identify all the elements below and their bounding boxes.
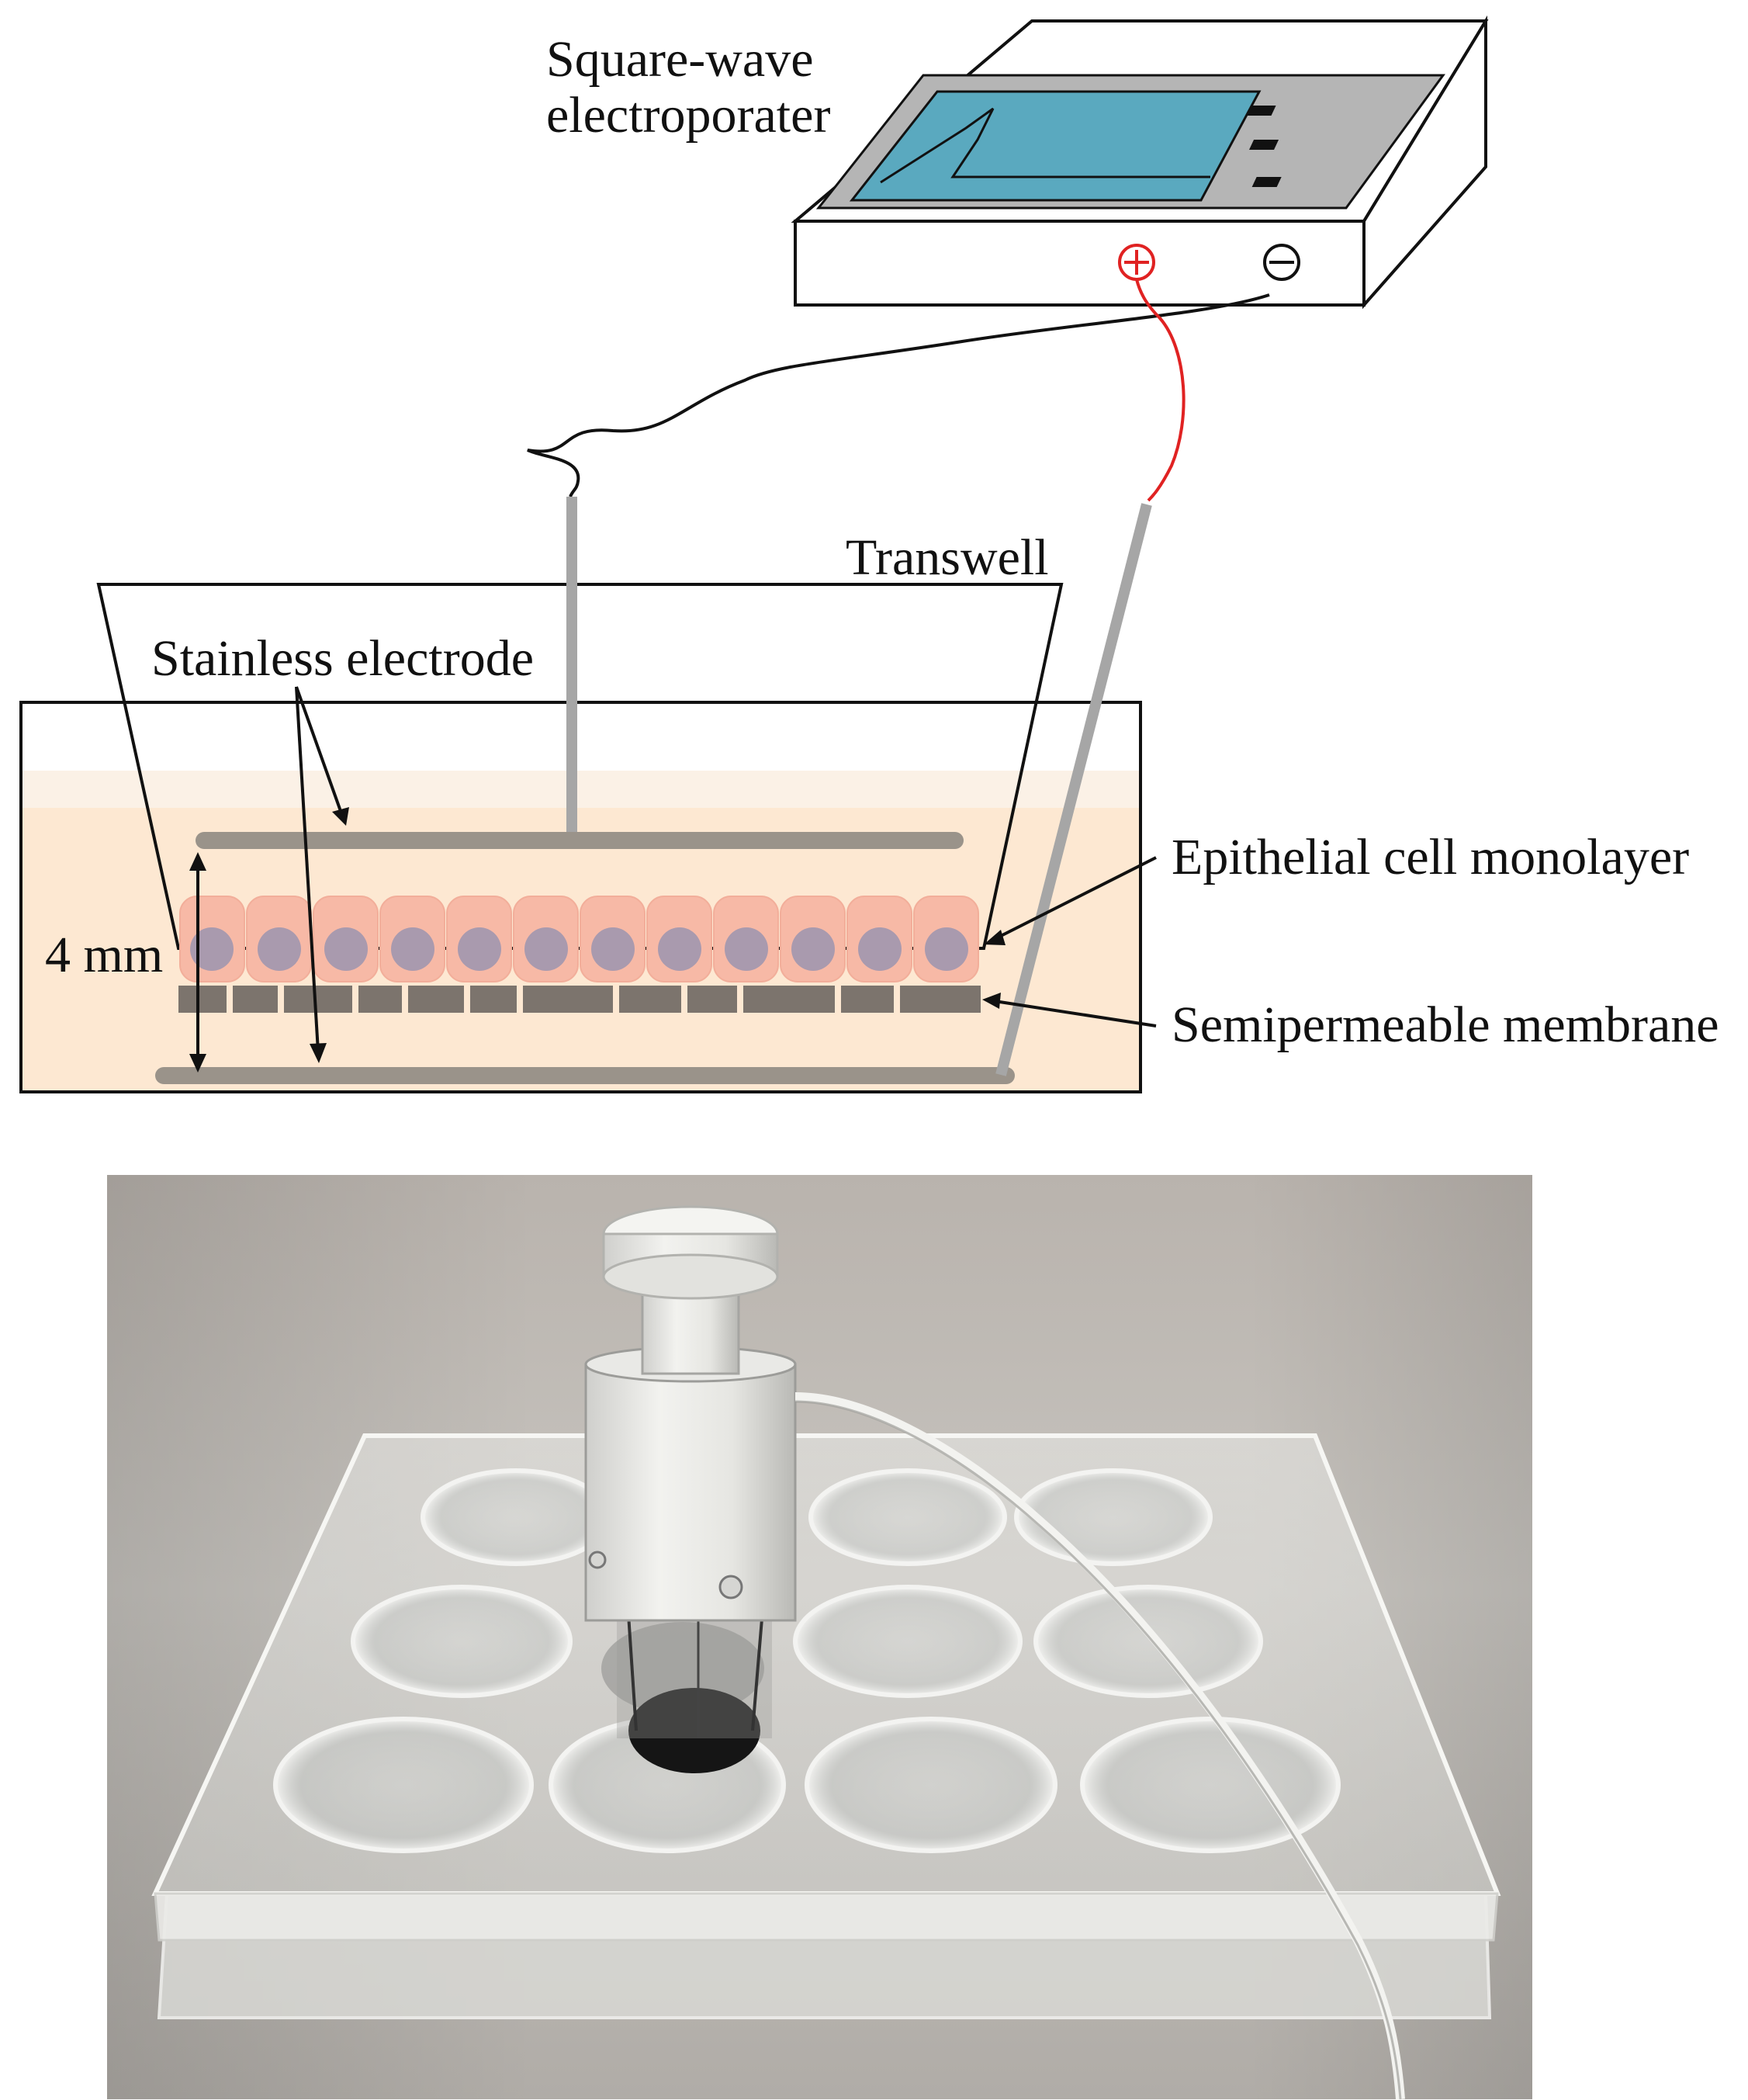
transwell-insert bbox=[96, 583, 1064, 950]
gap-label: 4 mm bbox=[45, 927, 163, 983]
electrode-label: Stainless electrode bbox=[151, 630, 534, 687]
electrode-pointer-lower-head bbox=[310, 1043, 327, 1063]
screen-waveform bbox=[880, 107, 1210, 184]
cell-nucleus bbox=[658, 927, 701, 971]
membrane-segment bbox=[470, 986, 517, 1013]
gap-arrow bbox=[189, 852, 206, 1073]
cell-nucleus bbox=[391, 927, 434, 971]
well bbox=[1080, 1717, 1341, 1853]
active-well bbox=[601, 1622, 764, 1715]
holder-screw bbox=[718, 1575, 743, 1599]
gap-arrow-head-top bbox=[189, 852, 206, 871]
device-photograph bbox=[107, 1175, 1532, 2100]
well bbox=[793, 1585, 1023, 1698]
semipermeable-membrane bbox=[178, 986, 981, 1013]
cell-nucleus bbox=[524, 927, 568, 971]
gap-arrow-head-bottom bbox=[189, 1054, 206, 1073]
electrode-pointer-upper-head bbox=[332, 807, 349, 826]
membrane-label: Semipermeable membrane bbox=[1172, 996, 1719, 1053]
cell-nucleus bbox=[791, 927, 835, 971]
device-label-line1: Square-wave bbox=[546, 31, 814, 88]
membrane-segment bbox=[743, 986, 835, 1013]
monolayer-pointer bbox=[994, 856, 1157, 941]
schematic-diagram: Square-wave electroporater bbox=[19, 15, 1719, 1093]
membrane-segment bbox=[687, 986, 737, 1013]
cell-nucleus bbox=[591, 927, 635, 971]
membrane-segment bbox=[178, 986, 227, 1013]
membrane-segment bbox=[523, 986, 613, 1013]
membrane-segment bbox=[408, 986, 464, 1013]
membrane-segment bbox=[358, 986, 402, 1013]
membrane-segment bbox=[841, 986, 894, 1013]
membrane-segment bbox=[619, 986, 681, 1013]
transwell-label: Transwell bbox=[846, 529, 1049, 586]
monolayer-pointer-head bbox=[984, 930, 1006, 945]
well bbox=[351, 1585, 573, 1698]
electrode-pointer-upper bbox=[295, 686, 343, 814]
cell-nucleus bbox=[858, 927, 902, 971]
well bbox=[808, 1468, 1007, 1566]
membrane-segment bbox=[900, 986, 981, 1013]
well bbox=[421, 1468, 611, 1566]
electrode-cap-bottom bbox=[602, 1253, 779, 1300]
cell-nucleus bbox=[258, 927, 301, 971]
device-button-1[interactable] bbox=[1246, 106, 1276, 116]
positive-wire bbox=[1135, 279, 1186, 502]
lower-electrode-rod bbox=[995, 503, 1152, 1076]
electrode-holder-body bbox=[584, 1363, 797, 1622]
device-screen bbox=[849, 90, 1262, 202]
negative-wire-drop bbox=[578, 388, 741, 466]
cell-nucleus bbox=[458, 927, 501, 971]
well bbox=[1014, 1468, 1213, 1566]
electrode-cable bbox=[794, 1392, 1405, 2100]
electrode-cable-shadow bbox=[794, 1400, 1402, 2100]
well bbox=[805, 1717, 1057, 1853]
lower-electrode-bar bbox=[155, 1067, 1015, 1084]
device-label-line2: electroporater bbox=[546, 87, 830, 144]
cell-nucleus bbox=[324, 927, 368, 971]
device-button-3[interactable] bbox=[1251, 177, 1282, 187]
electrode-pointer-lower bbox=[295, 686, 320, 1052]
upper-electrode-bar bbox=[196, 832, 964, 849]
membrane-segment bbox=[284, 986, 352, 1013]
holder-screw bbox=[588, 1551, 607, 1569]
cell-nucleus bbox=[190, 927, 234, 971]
membrane-segment bbox=[233, 986, 278, 1013]
cell-nucleus bbox=[925, 927, 968, 971]
electroporator-device bbox=[791, 15, 1489, 310]
monolayer-label: Epithelial cell monolayer bbox=[1172, 829, 1689, 885]
membrane-pointer bbox=[994, 1000, 1157, 1027]
device-button-2[interactable] bbox=[1249, 140, 1279, 150]
well bbox=[1033, 1585, 1263, 1698]
electrode-base-dark bbox=[628, 1688, 760, 1773]
negative-wire bbox=[527, 293, 1270, 497]
cell-nucleus bbox=[725, 927, 768, 971]
epithelial-cell-monolayer bbox=[179, 896, 979, 982]
culture-medium-top bbox=[22, 771, 1139, 808]
membrane-pointer-head bbox=[982, 993, 1001, 1009]
plate-front-edge bbox=[154, 1892, 1499, 1942]
electrode-pointers bbox=[295, 686, 349, 1063]
well bbox=[273, 1717, 534, 1853]
